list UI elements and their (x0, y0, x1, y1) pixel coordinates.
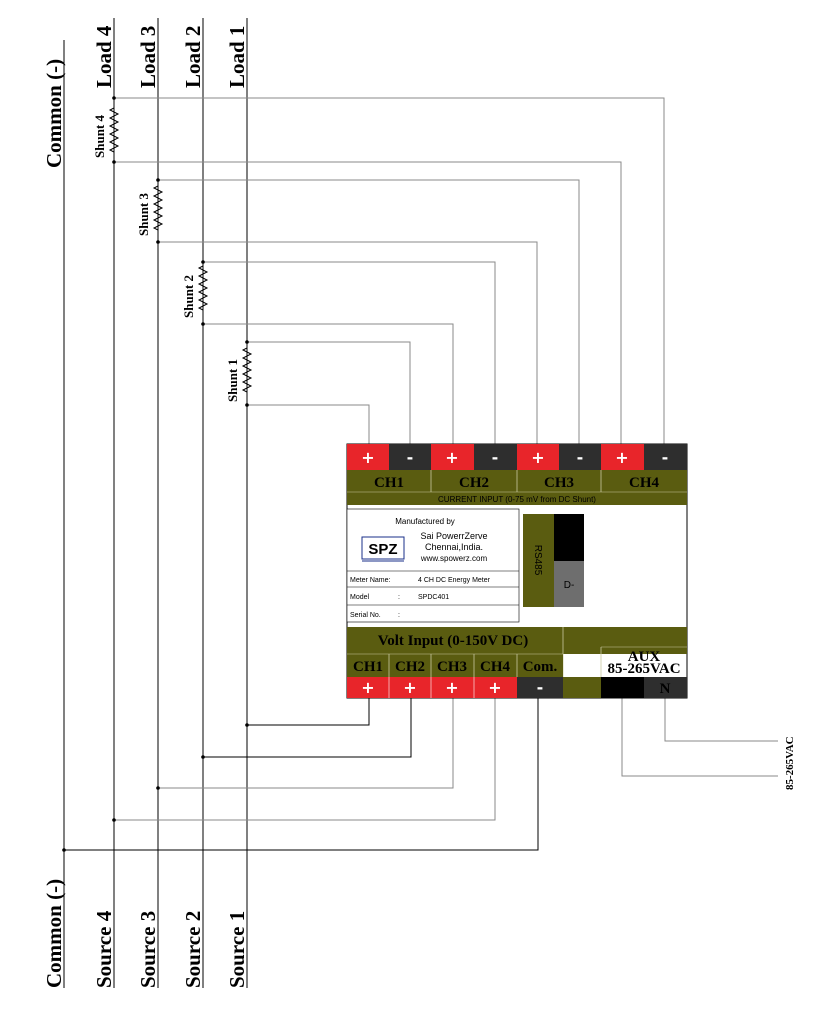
shunt-4-label: Shunt 4 (92, 115, 107, 158)
current-sense-wires (114, 97, 665, 446)
d-minus-label: D- (564, 580, 575, 591)
shunt-2-label: Shunt 2 (181, 275, 196, 318)
spz-logo (361, 536, 405, 560)
shunt-resistors (108, 100, 253, 404)
rs485-block: RS485 D+ D- (523, 514, 584, 607)
meter-name-label: Meter Name: (350, 577, 391, 584)
junction-dots (62, 96, 249, 852)
volt-terminal-ch4 (474, 677, 517, 698)
volt-com-label: Com. (523, 659, 558, 675)
model-label: Model (350, 594, 370, 601)
terminal-ch2-minus (474, 444, 517, 470)
volt-ch1-label: CH1 (353, 659, 383, 675)
manufactured-by-text: Manufactured by (395, 517, 455, 526)
volt-terminal-sign: - (537, 678, 544, 697)
bus-lines (63, 88, 248, 988)
d-minus-terminal (554, 561, 584, 607)
company-website: www.spowerz.com (420, 554, 488, 563)
current-ch1-label: CH1 (374, 475, 404, 491)
serial-sep: : (398, 612, 400, 619)
source-1-label: Source 1 (225, 911, 249, 988)
rs485-band (523, 514, 554, 607)
load-2-label: Load 2 (181, 26, 205, 88)
terminal-ch1-plus (347, 444, 389, 470)
source-2-label: Source 2 (181, 911, 205, 988)
volt-terminal-ch1 (347, 677, 389, 698)
volt-input-label: Volt Input (0-150V DC) (378, 633, 528, 649)
shunt-4-resistor (108, 100, 120, 160)
current-terminal-row: + - + - + - + - (347, 444, 687, 470)
meter-name-value: 4 CH DC Energy Meter (418, 577, 491, 584)
load-4-label: Load 4 (92, 25, 116, 88)
terminal-ch4-minus (644, 444, 687, 470)
terminal-sign: + (361, 448, 374, 467)
volt-terminal-sign: + (445, 678, 458, 697)
current-input-label: CURRENT INPUT (0-75 mV from DC Shunt) (438, 495, 596, 504)
current-ch2-label: CH2 (459, 475, 489, 491)
terminal-ch3-plus (517, 444, 559, 470)
source-3-label: Source 3 (136, 911, 160, 988)
shunt-3-label: Shunt 3 (136, 193, 151, 236)
shunt-1-label: Shunt 1 (225, 359, 240, 402)
current-input-band (347, 492, 687, 505)
volt-terminal-row: + + + + - L N (347, 677, 687, 698)
volt-terminal-ch2 (389, 677, 431, 698)
volt-ch2-label: CH2 (395, 659, 425, 675)
terminal-sign: + (445, 448, 458, 467)
common-top-label: Common (-) (42, 59, 66, 168)
aux-label: AUX (628, 649, 661, 665)
volt-terminal-ch3 (431, 677, 474, 698)
terminal-ch3-minus (559, 444, 601, 470)
volt-terminal-sign: + (488, 678, 501, 697)
aux-terminal-n (644, 677, 687, 698)
aux-terminal-l (601, 677, 644, 698)
serial-label: Serial No. (350, 612, 381, 619)
aux-wires (621, 698, 778, 777)
terminal-ch4-plus (601, 444, 644, 470)
terminal-sign: - (492, 448, 499, 467)
terminal-ch2-plus (431, 444, 474, 470)
spz-logo-text: SPZ (368, 541, 397, 558)
terminal-sign: - (407, 448, 414, 467)
volt-terminal-sign: + (361, 678, 374, 697)
volt-terminal-sign: + (403, 678, 416, 697)
voltage-wires (64, 698, 539, 851)
common-bottom-label: Common (-) (42, 879, 66, 988)
terminal-sign: - (577, 448, 584, 467)
shunt-2-resistor (197, 262, 209, 322)
model-sep: : (398, 594, 400, 601)
volt-input-band (347, 627, 687, 654)
terminal-sign: + (531, 448, 544, 467)
aux-supply-label: 85-265VAC (784, 736, 796, 790)
load-3-label: Load 3 (136, 26, 160, 88)
aux-l-label: L (617, 681, 627, 697)
current-ch3-label: CH3 (544, 475, 574, 491)
volt-ch4-label: CH4 (480, 659, 511, 675)
volt-terminal-com (517, 677, 563, 698)
terminal-ch1-minus (389, 444, 431, 470)
current-ch4-label: CH4 (629, 475, 660, 491)
company-city: Chennai,India. (425, 542, 483, 552)
model-value: SPDC401 (418, 594, 449, 601)
info-panel: Manufactured by SPZ Sai PowerrZerve Chen… (346, 508, 520, 623)
load-1-label: Load 1 (225, 26, 249, 88)
source-4-label: Source 4 (92, 910, 116, 988)
d-plus-label: D+ (562, 534, 575, 545)
terminal-sign: + (615, 448, 628, 467)
meter-box: + - + - + - + - CH1 CH2 CH3 CH4 CURRENT … (346, 443, 688, 699)
terminal-sign: - (662, 448, 669, 467)
shunt-3-resistor (152, 180, 164, 240)
aux-n-label: N (660, 681, 671, 697)
aux-range-label: 85-265VAC (607, 661, 680, 677)
volt-ch3-label: CH3 (437, 659, 467, 675)
company-name: Sai PowerrZerve (420, 531, 487, 541)
shunt-1-resistor (241, 342, 253, 404)
d-plus-terminal (554, 514, 584, 561)
rs485-label: RS485 (532, 545, 543, 576)
